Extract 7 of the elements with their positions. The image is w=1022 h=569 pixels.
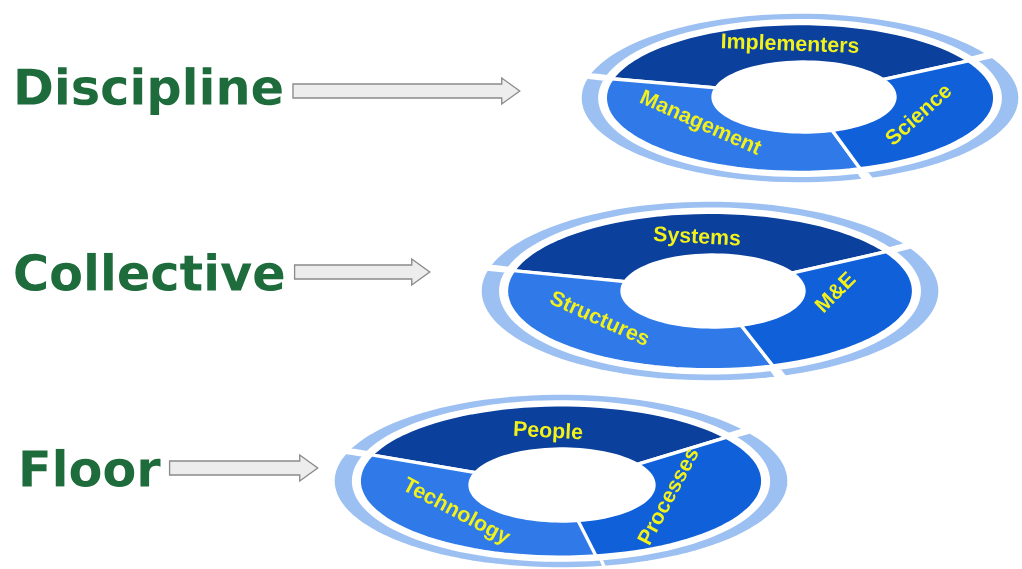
ring-chart — [478, 198, 942, 384]
heading-label: Discipline — [17, 67, 282, 115]
heading-label: Floor — [22, 448, 161, 488]
block-arrow — [168, 453, 319, 483]
block-arrow — [293, 257, 431, 287]
block-arrow — [292, 76, 521, 106]
heading-label: Collective — [15, 252, 284, 292]
